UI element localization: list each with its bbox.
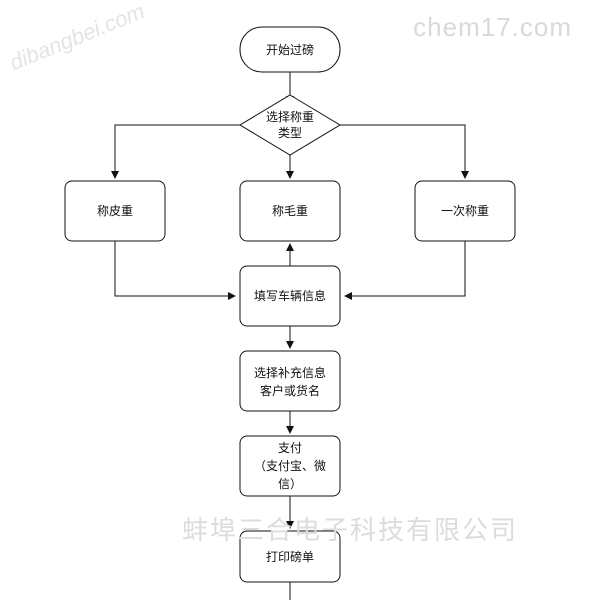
- decision-label-line2: 类型: [278, 126, 302, 140]
- edge-decision-to-once: [340, 124, 469, 179]
- fill-vehicle-label: 填写车辆信息: [254, 288, 326, 303]
- print-node: [239, 530, 341, 583]
- once-node: [414, 180, 516, 242]
- watermark-top-right: chem17.com: [413, 12, 572, 42]
- pay-label-line1: 支付: [278, 441, 302, 455]
- decision-label-line1: 选择称重: [266, 110, 314, 124]
- start-label: 开始过磅: [266, 42, 314, 57]
- supplement-node: [239, 350, 341, 412]
- tare-node: [64, 180, 166, 242]
- pay-label-line2: （支付宝、微: [254, 459, 326, 473]
- gross-node: [239, 180, 341, 242]
- start-node: [239, 26, 341, 73]
- supplement-label-line2: 客户或货名: [260, 383, 320, 398]
- pay-label-line3: 信）: [278, 477, 302, 491]
- once-label: 一次称重: [441, 204, 489, 218]
- tare-label: 称皮重: [97, 204, 133, 218]
- watermark-company: 蚌埠三合电子科技有限公司: [182, 515, 519, 545]
- gross-label: 称毛重: [272, 204, 308, 218]
- edge-decision-to-tare: [111, 124, 240, 179]
- print-label: 打印磅单: [266, 549, 314, 564]
- supplement-label-line1: 选择补充信息: [254, 365, 326, 380]
- edge-once-to-fill: [344, 241, 466, 300]
- decision-node: [239, 94, 341, 156]
- pay-node: [239, 435, 341, 497]
- edge-tare-to-fill: [114, 241, 236, 300]
- fill-vehicle-node: [239, 265, 341, 327]
